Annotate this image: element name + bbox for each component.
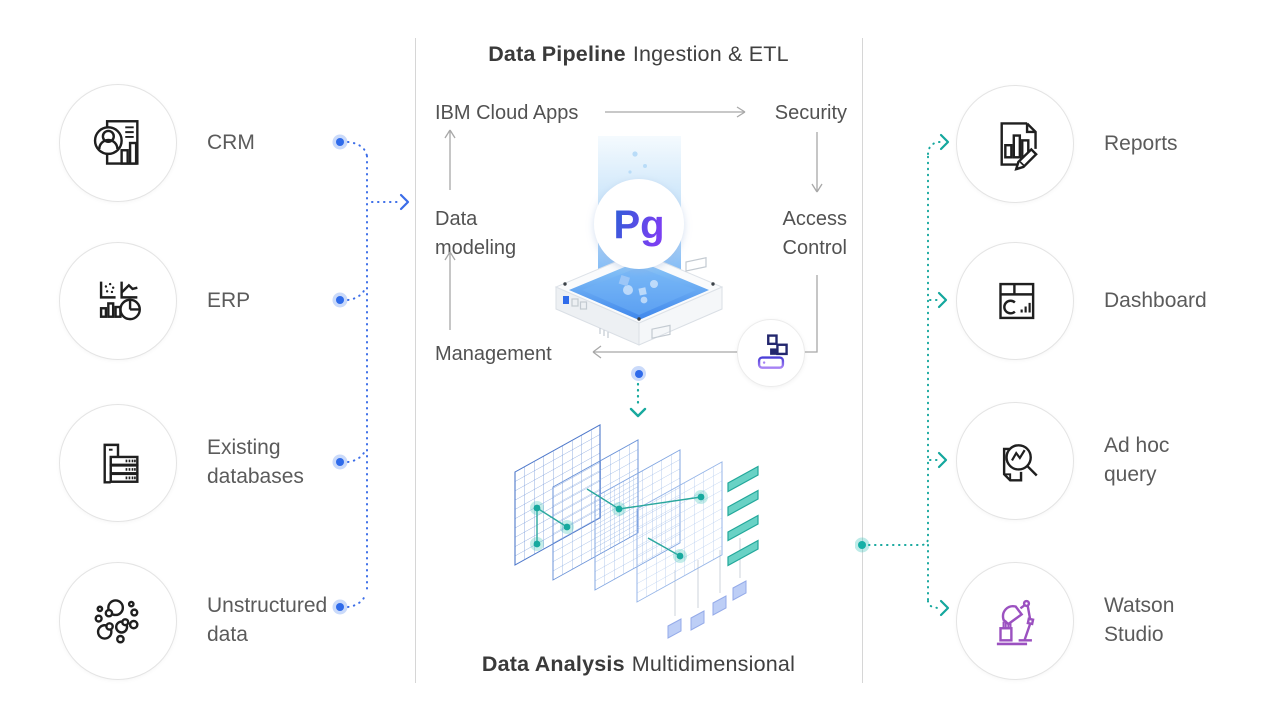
pipeline-title-bold: Data Pipeline xyxy=(488,42,626,66)
output-label-dashboard: Dashboard xyxy=(1104,288,1207,312)
source-label-unstructured: Unstructured data xyxy=(207,594,328,646)
crm-circle xyxy=(59,84,177,202)
source-arrowhead xyxy=(399,193,410,211)
flow-label-management: Management xyxy=(435,343,552,365)
output-node-adhoc: Ad hoc query xyxy=(956,402,1169,520)
analysis-title-regular: Multidimensional xyxy=(631,652,796,676)
databases-icon xyxy=(103,443,139,484)
reports-circle xyxy=(956,85,1074,203)
postgres-badge-label: Pg xyxy=(613,203,664,247)
output-node-watson: Watson Studio xyxy=(956,562,1174,680)
source-connectors xyxy=(332,134,410,615)
multidimensional-grid xyxy=(514,424,759,639)
output-label-watson: Watson Studio xyxy=(1104,594,1175,646)
databases-circle xyxy=(59,404,177,522)
crm-icon xyxy=(93,120,139,165)
database-platform-illustration: Pg xyxy=(554,136,724,346)
ad-hoc-query-icon xyxy=(1002,444,1038,482)
data-transform-icon xyxy=(757,334,788,369)
output-arrowheads xyxy=(937,133,950,617)
erp-circle xyxy=(59,242,177,360)
output-label-reports: Reports xyxy=(1104,131,1178,155)
source-node-crm: CRM xyxy=(59,84,255,202)
flow-label-data-modeling: Data modeling xyxy=(435,208,517,259)
source-label-crm: CRM xyxy=(207,130,255,154)
flow-label-ibm-cloud-apps: IBM Cloud Apps xyxy=(435,102,579,124)
flow-label-security: Security xyxy=(774,102,847,124)
dashboard-circle xyxy=(956,242,1074,360)
output-node-reports: Reports xyxy=(956,85,1178,203)
grid-nodes xyxy=(530,490,708,563)
left-section-divider xyxy=(415,38,416,683)
flow-label-access-control: Access Control xyxy=(782,208,847,259)
reports-icon xyxy=(1000,122,1038,171)
unstructured-data-icon xyxy=(94,599,139,644)
erp-icon xyxy=(99,281,141,321)
output-label-adhoc: Ad hoc query xyxy=(1104,434,1170,486)
source-node-databases: Existing databases xyxy=(59,404,304,522)
unstructured-circle xyxy=(59,562,177,680)
postgres-badge-circle xyxy=(594,179,684,269)
result-bars xyxy=(727,465,759,567)
pipeline-flow-arrows xyxy=(444,106,823,359)
transform-node xyxy=(737,319,805,387)
right-section-divider xyxy=(862,38,863,683)
source-node-unstructured: Unstructured data xyxy=(59,562,327,680)
output-connectors xyxy=(855,133,950,617)
pipeline-to-analysis-arrow xyxy=(629,382,647,418)
output-dot xyxy=(858,541,866,549)
ad-hoc-query-circle xyxy=(956,402,1074,520)
source-label-databases: Existing databases xyxy=(207,436,304,488)
watson-studio-circle xyxy=(956,562,1074,680)
watson-studio-icon xyxy=(996,599,1035,646)
analysis-title-bold: Data Analysis xyxy=(481,652,625,676)
result-diamonds xyxy=(667,580,747,639)
source-label-erp: ERP xyxy=(207,288,251,312)
pipeline-title-regular: Ingestion & ETL xyxy=(632,42,789,66)
source-dots xyxy=(332,134,348,615)
pipeline-output-dot xyxy=(631,366,646,381)
dashboard-icon xyxy=(999,282,1035,320)
output-node-dashboard: Dashboard xyxy=(956,242,1207,360)
source-node-erp: ERP xyxy=(59,242,250,360)
